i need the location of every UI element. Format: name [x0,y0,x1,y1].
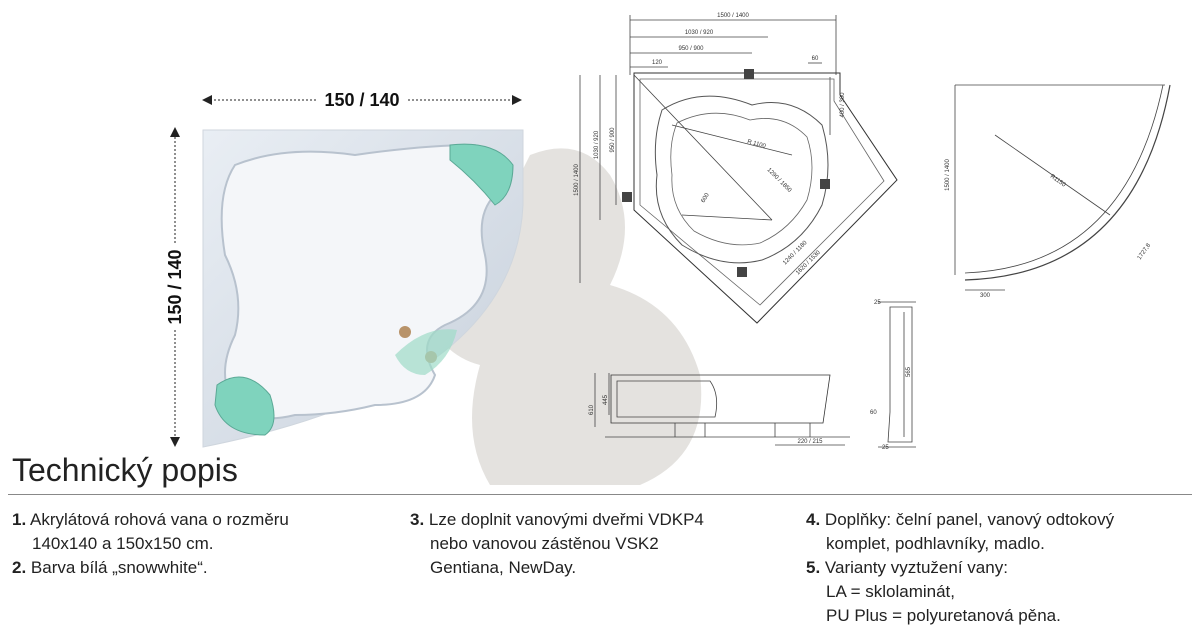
list-item-continuation: komplet, podhlavníky, madlo. [826,534,1045,553]
plan-dim-left-0: 1500 / 1400 [574,163,580,195]
list-item: 1. Akrylátová rohová vana o rozměru [12,510,289,529]
plan-dim-top-4: 60 [812,56,819,62]
plan-inner-0: R 1100 [746,139,766,150]
list-item: 5. Varianty vyztužení vany: [806,558,1008,577]
side-view-drawing: 610 445 220 / 215 [589,373,850,446]
section-title: Technický popis [12,452,238,488]
list-item-continuation: 140x140 a 150x150 cm. [32,534,214,553]
profile-view-drawing: 25 565 60 25 [870,300,916,451]
list-item: 4. Doplňky: čelní panel, vanový odtokový [806,510,1115,529]
plan-dim-top-0: 1500 / 1400 [717,13,749,19]
profile-dim-2: 60 [870,410,877,416]
list-item-continuation: nebo vanovou zástěnou VSK2 [430,534,659,553]
plan-dim-left-2: 950 / 900 [610,127,616,153]
plan-drawing: 1500 / 1400 1030 / 920 950 / 900 120 60 … [574,13,898,324]
plan-dim-top-1: 1030 / 920 [685,30,714,36]
side-dim-1: 445 [603,394,609,405]
height-dimension-line: 150 / 140 [165,127,185,447]
plan-inner-2: 600 [701,192,712,204]
plan-dim-left-1: 1030 / 920 [594,130,600,159]
description-column-3: 4. Doplňky: čelní panel, vanový odtokový… [806,508,1196,628]
screen-dim-2: 1727,8 [1137,242,1153,261]
profile-dim-1: 565 [906,366,912,377]
section-divider [8,494,1192,495]
profile-dim-0: 25 [874,300,881,306]
bath-top-photo [202,129,524,448]
screen-drawing: 1500 / 1400 R1150 1727,8 300 [945,84,1171,299]
list-item: 2. Barva bílá „snowwhite“. [12,558,208,577]
plan-dim-top-2: 950 / 900 [678,46,704,52]
screen-dim-1: R1150 [1049,174,1067,189]
list-item: 3. Lze doplnit vanovými dveřmi VDKP4 [410,510,704,529]
description-column-1: 1. Akrylátová rohová vana o rozměru 140x… [12,508,372,580]
plan-dim-top-3: 120 [652,60,663,66]
side-dim-2: 220 / 215 [797,439,823,445]
list-item-continuation: PU Plus = polyuretanová pěna. [826,606,1061,625]
plan-inner-1: 1290 / 1850 [766,167,793,194]
list-item-continuation: LA = sklolaminát, [826,582,955,601]
side-dim-0: 610 [589,404,595,415]
plan-dim-right-0: 400 / 300 [840,92,846,118]
screen-dim-0: 1500 / 1400 [945,158,951,190]
profile-dim-3: 25 [882,445,889,451]
height-label: 150 / 140 [165,249,185,324]
list-item-continuation: Gentiana, NewDay. [430,558,577,577]
description-column-2: 3. Lze doplnit vanovými dveřmi VDKP4 neb… [410,508,790,580]
width-label: 150 / 140 [324,90,399,110]
screen-dim-3: 300 [980,293,991,299]
width-dimension-line: 150 / 140 [202,90,522,110]
